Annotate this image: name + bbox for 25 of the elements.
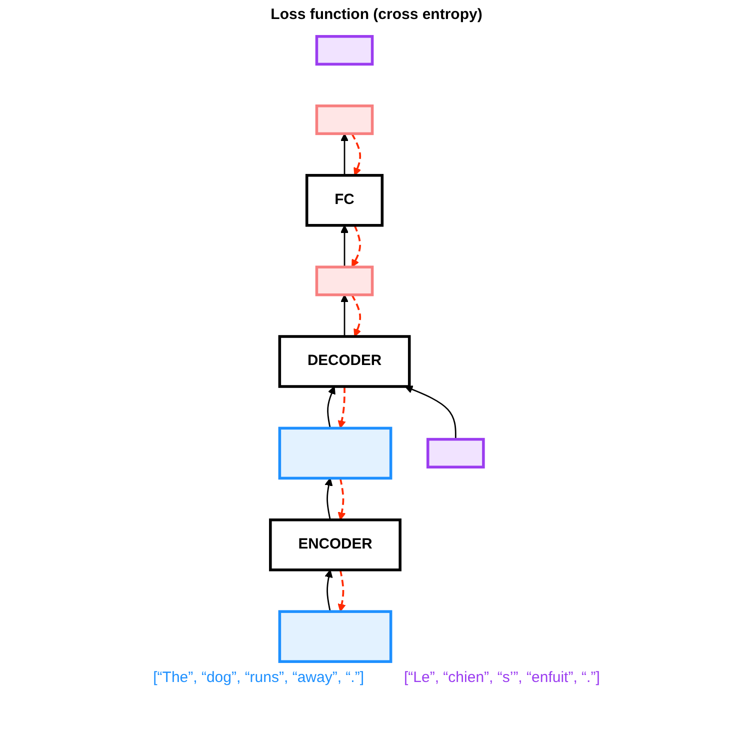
- arrow: [350, 294, 361, 337]
- source-sentence: [“The”, “dog”, “runs”, “away”, “.”]: [153, 669, 364, 686]
- node-box: [426, 438, 484, 468]
- arrow: [324, 570, 332, 612]
- arrow: [326, 386, 336, 428]
- arrow: [340, 133, 348, 176]
- target-sentence: [“Le”, “chien”, “s’”, “enfuit”, “.”]: [404, 669, 600, 686]
- arrow: [337, 386, 346, 429]
- node-box: [314, 104, 374, 136]
- loss-function-label: Loss function (cross entropy): [270, 6, 482, 23]
- arrow: [337, 478, 346, 520]
- arrow: [340, 224, 348, 268]
- node-box: ENCODER: [268, 518, 402, 572]
- arrow: [340, 294, 348, 336]
- node-box: FC: [305, 174, 384, 227]
- node-box: [314, 35, 374, 66]
- node-box: [278, 610, 392, 663]
- arrow: [351, 225, 361, 268]
- node-box: [278, 426, 392, 480]
- arrow: [324, 478, 332, 520]
- arrow: [350, 133, 361, 176]
- node-box: DECODER: [278, 335, 410, 388]
- node-box: [314, 266, 374, 296]
- arrow: [337, 570, 346, 612]
- arrow: [404, 386, 456, 440]
